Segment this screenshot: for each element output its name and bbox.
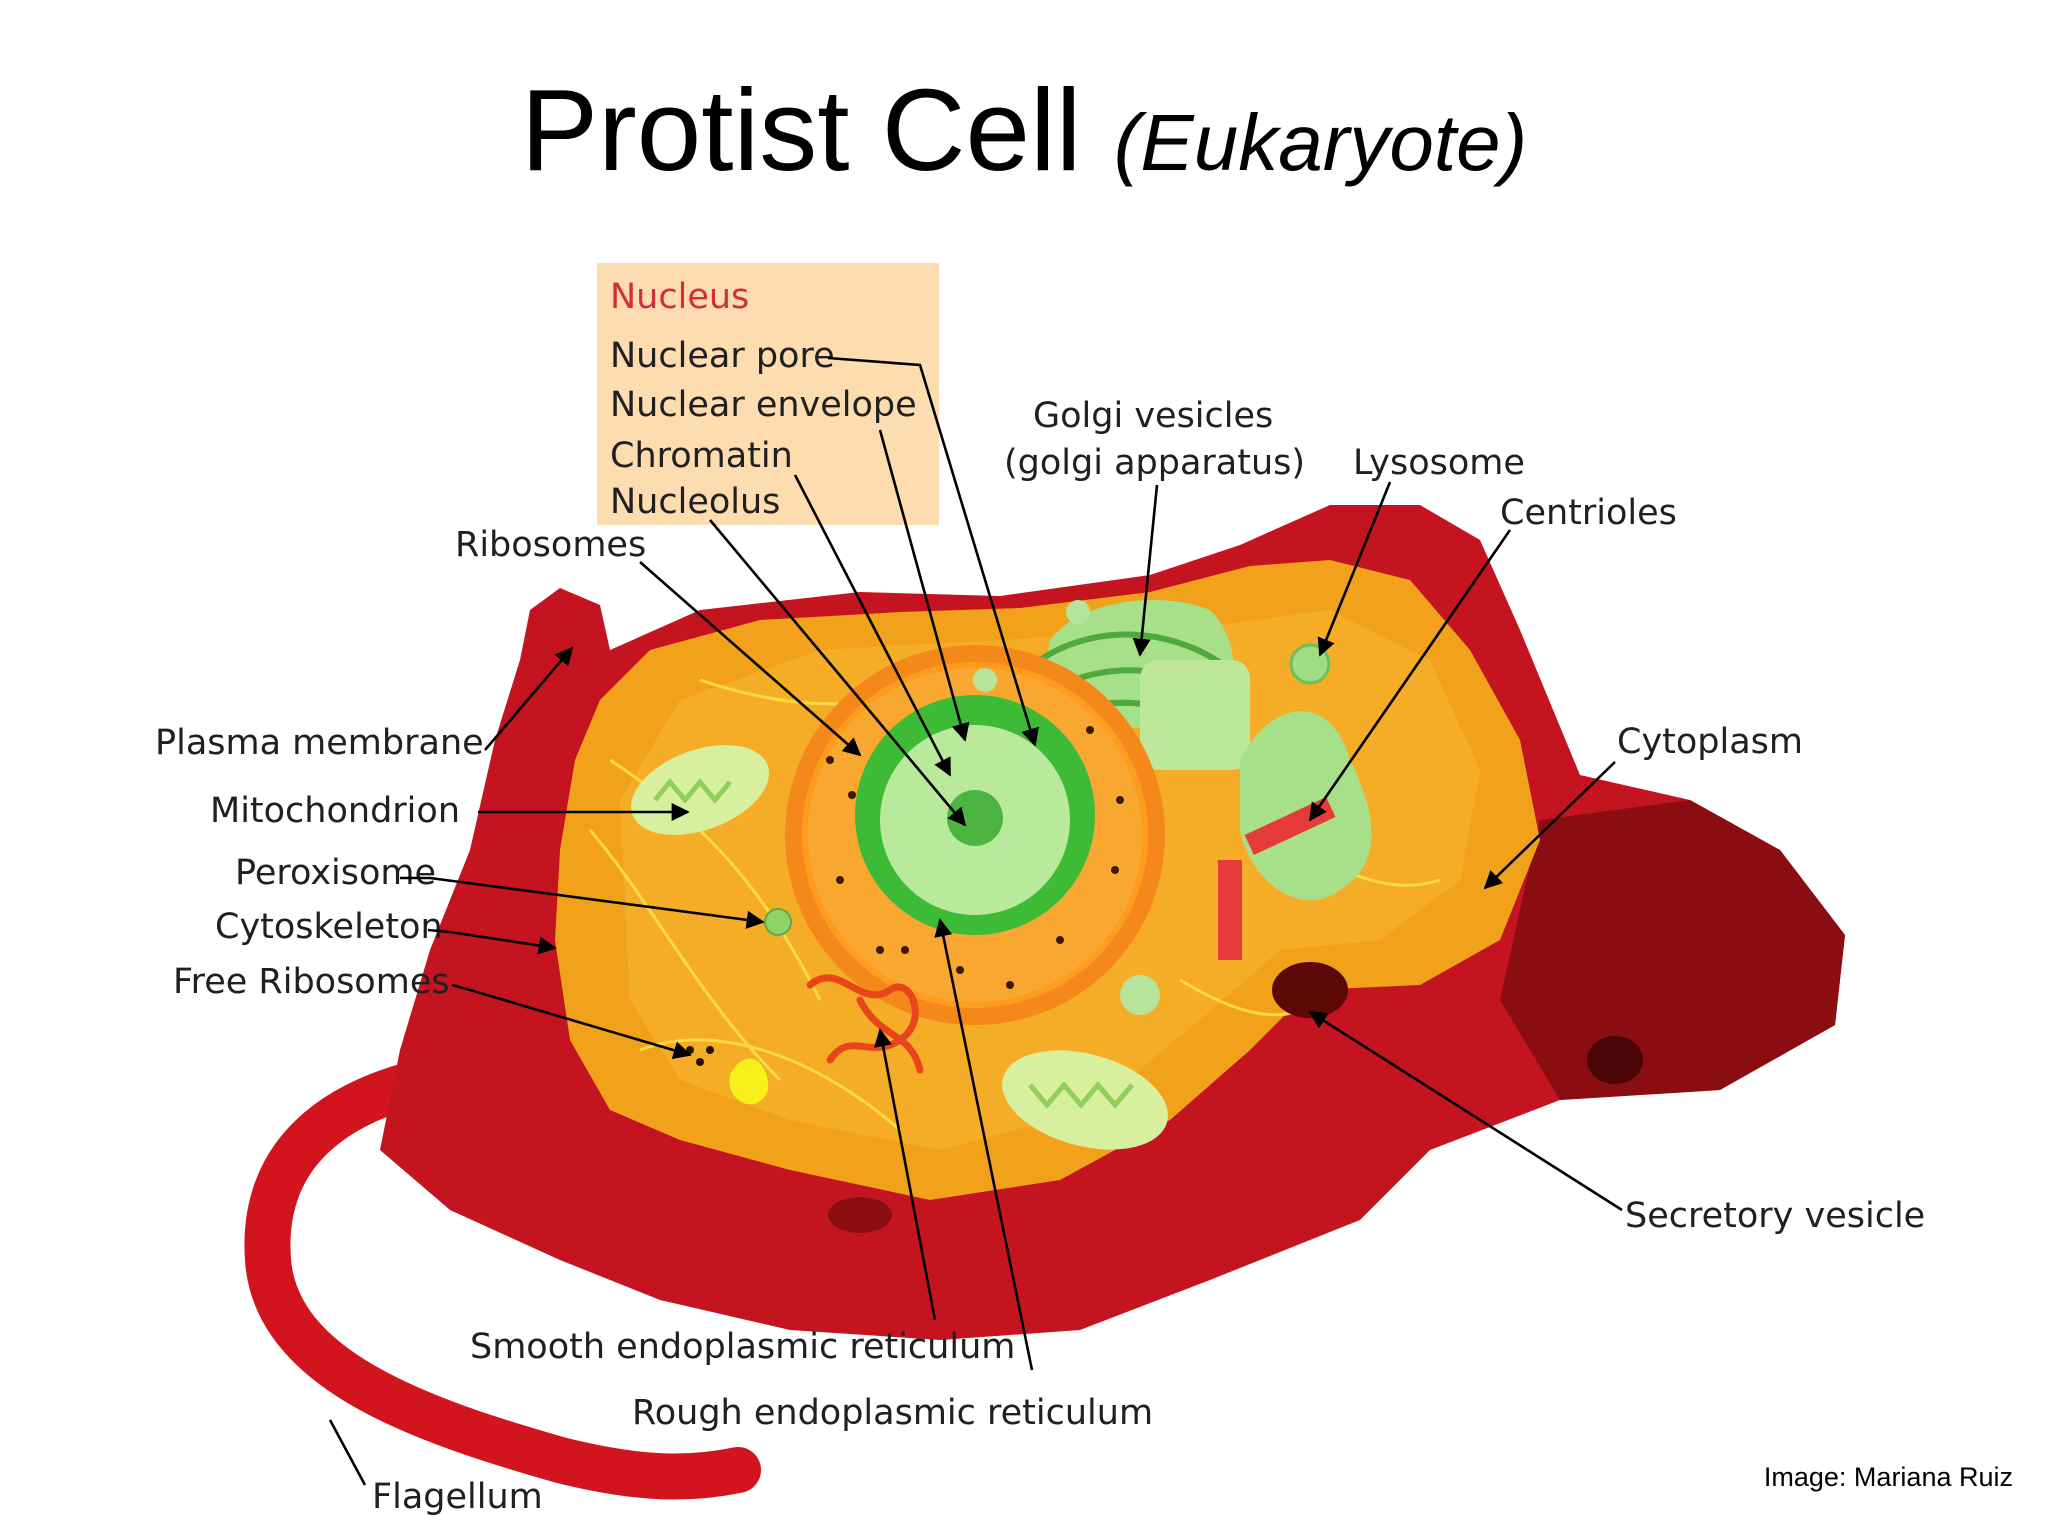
nucleus-heading: Nucleus xyxy=(610,277,749,317)
label-centrioles: Centrioles xyxy=(1500,493,1677,533)
label-rough-er: Rough endoplasmic reticulum xyxy=(632,1393,1153,1433)
label-free-ribosomes: Free Ribosomes xyxy=(173,962,450,1002)
image-credit: Image: Mariana Ruiz xyxy=(1763,1462,2013,1492)
label-nuclear-envelope: Nuclear envelope xyxy=(610,385,917,425)
title-subtitle: (Eukaryote) xyxy=(1113,98,1528,187)
label-ribosomes: Ribosomes xyxy=(455,525,646,565)
secretory-vesicle xyxy=(1272,962,1348,1018)
peroxisome xyxy=(764,908,792,936)
label-smooth-er: Smooth endoplasmic reticulum xyxy=(470,1327,1015,1367)
nucleolus xyxy=(947,790,1003,846)
label-nucleolus: Nucleolus xyxy=(610,482,780,522)
membrane-shadow-lobe xyxy=(1500,800,1845,1100)
label-mitochondrion: Mitochondrion xyxy=(210,791,460,831)
flagellum xyxy=(244,1057,761,1500)
label-nuclear-pore: Nuclear pore xyxy=(610,336,835,376)
title-main: Protist Cell xyxy=(520,65,1082,195)
label-cytoskeleton: Cytoskeleton xyxy=(215,907,443,947)
vesicle xyxy=(1120,975,1160,1015)
vesicle xyxy=(973,668,997,692)
diagram-title: Protist Cell (Eukaryote) xyxy=(0,60,2048,213)
smooth-er xyxy=(806,974,924,1074)
label-flagellum: Flagellum xyxy=(372,1477,543,1517)
label-cytoplasm: Cytoplasm xyxy=(1617,722,1803,762)
label-plasma-membrane: Plasma membrane xyxy=(155,723,484,763)
nucleus xyxy=(785,645,1165,1025)
secretory-vesicle xyxy=(828,1197,892,1233)
rough-er-ribosomes xyxy=(826,726,1124,989)
nucleus-label-box xyxy=(597,263,939,525)
mitochondrion-lower xyxy=(1002,1050,1168,1150)
label-golgi-line1: Golgi vesicles xyxy=(1033,396,1273,436)
lysosome xyxy=(1289,643,1331,685)
label-secretory-vesicle: Secretory vesicle xyxy=(1625,1196,1925,1236)
leader-lines xyxy=(328,356,1623,1486)
secretory-vesicle xyxy=(1587,1036,1643,1084)
label-peroxisome: Peroxisome xyxy=(235,853,436,893)
golgi-stack-2 xyxy=(1240,711,1372,901)
vesicle xyxy=(729,1058,769,1105)
label-lysosome: Lysosome xyxy=(1353,443,1525,483)
label-chromatin: Chromatin xyxy=(610,436,793,476)
label-golgi-line2: (golgi apparatus) xyxy=(1004,443,1305,483)
